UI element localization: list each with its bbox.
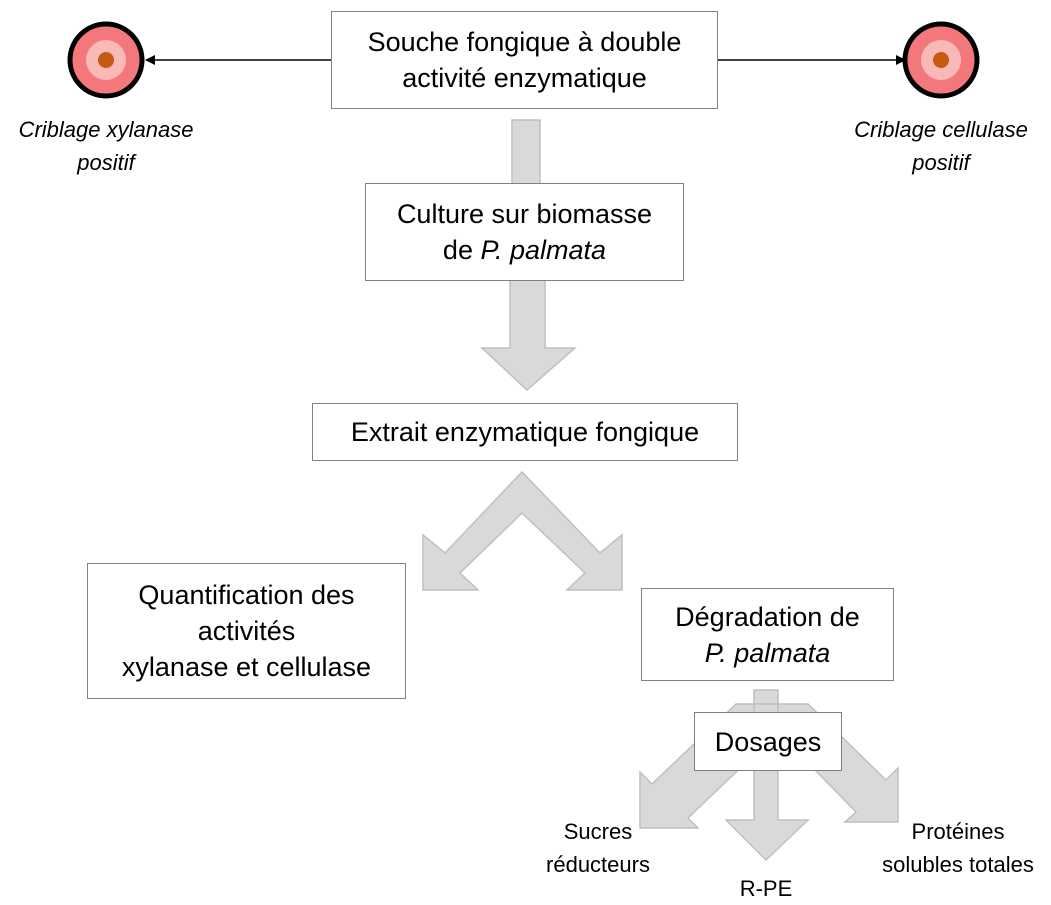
arrow-culture-to-extract: [480, 279, 577, 392]
quantification-line1: Quantification des: [138, 580, 355, 610]
source-strain-line2: activité enzymatique: [402, 63, 647, 93]
node-extract: Extrait enzymatique fongique: [312, 403, 738, 461]
colony-xylanase-icon: [67, 21, 145, 99]
rpe-label: R-PE: [739, 876, 793, 901]
output-reducing-sugars: Sucres réducteurs: [528, 815, 668, 881]
assays-label: Dosages: [714, 726, 822, 757]
reducing-sugars-line2: réducteurs: [546, 852, 650, 877]
culture-species: P. palmata: [480, 235, 607, 265]
screening-xylanase-label: Criblage xylanase positif: [0, 113, 212, 179]
node-source-strain: Souche fongique à double activité enzyma…: [331, 11, 718, 109]
culture-line1: Culture sur biomasse: [396, 199, 653, 229]
culture-line2-prefix: de: [442, 235, 481, 265]
proteins-line2: solubles totales: [882, 852, 1034, 877]
culture-line2: de P. palmata: [397, 232, 652, 268]
node-quantification: Quantification des activités xylanase et…: [87, 563, 406, 699]
screening-xylanase-line2: positif: [77, 150, 135, 175]
quantification-line2: activités: [197, 616, 296, 646]
screening-cellulase-line1: Criblage cellulase: [854, 117, 1028, 142]
proteins-line1: Protéines: [911, 819, 1005, 844]
screening-cellulase-line2: positif: [912, 150, 970, 175]
arrow-strain-to-culture: [511, 119, 541, 187]
node-degradation: Dégradation de P. palmata: [641, 588, 894, 681]
output-proteins: Protéines solubles totales: [868, 815, 1048, 881]
degradation-species: P. palmata: [704, 637, 831, 668]
colony-cellulase-icon: [902, 21, 980, 99]
screening-xylanase-line1: Criblage xylanase: [18, 117, 194, 142]
arrow-split-chevron: [422, 470, 623, 591]
node-culture: Culture sur biomasse de P. palmata: [365, 183, 684, 281]
output-rpe: R-PE: [716, 872, 816, 905]
reducing-sugars-line1: Sucres: [563, 819, 633, 844]
quantification-line3: xylanase et cellulase: [121, 652, 372, 682]
node-assays: Dosages: [694, 712, 842, 771]
source-strain-line1: Souche fongique à double: [367, 27, 682, 57]
degradation-line1: Dégradation de: [675, 601, 860, 632]
extract-label: Extrait enzymatique fongique: [350, 417, 700, 447]
screening-cellulase-label: Criblage cellulase positif: [834, 113, 1048, 179]
